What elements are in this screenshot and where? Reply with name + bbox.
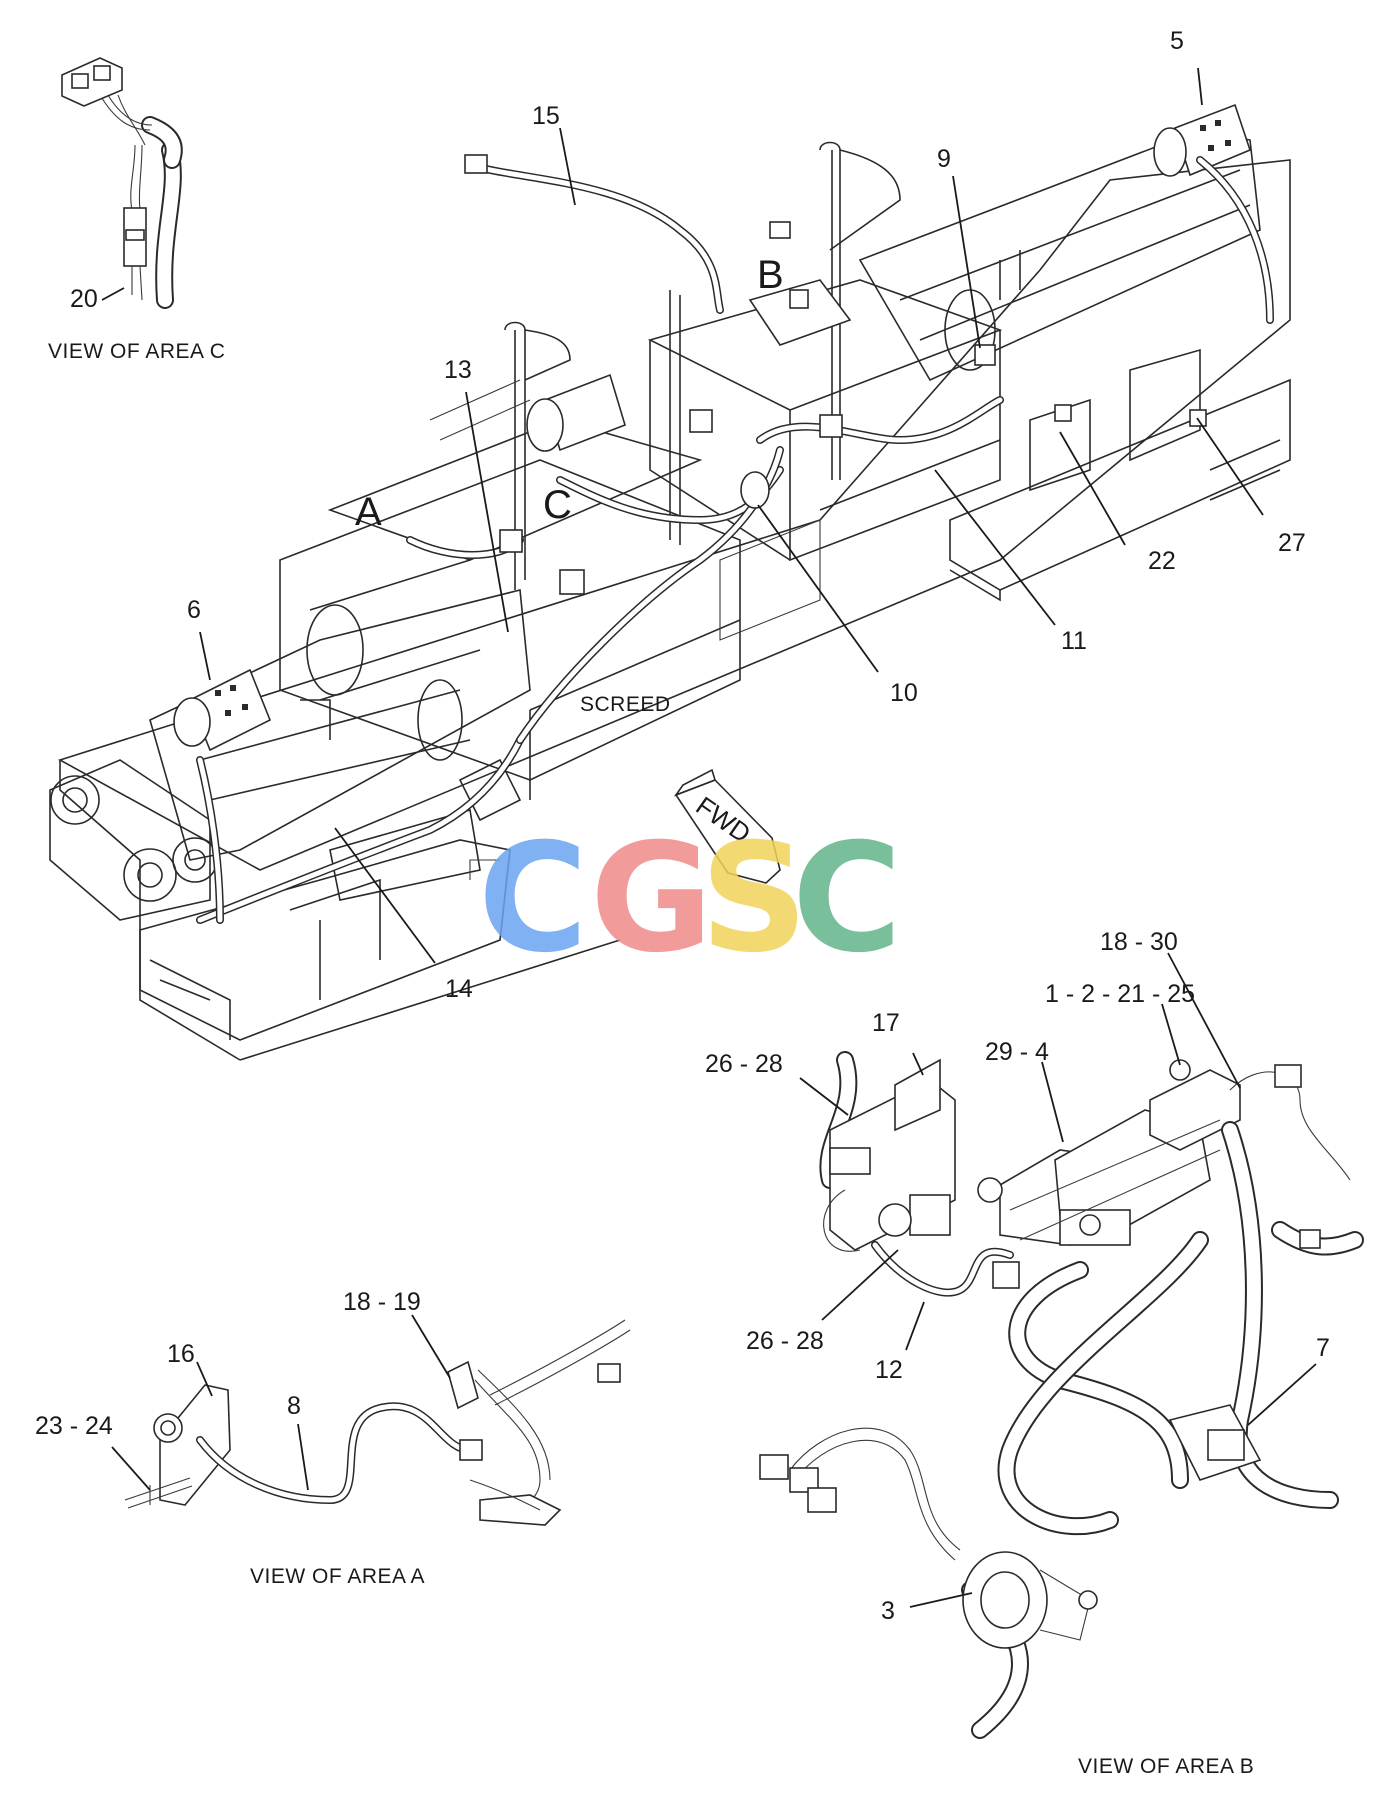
leader-5 bbox=[1197, 67, 1203, 106]
view-area-c-illustration bbox=[61, 57, 183, 309]
callout-16: 16 bbox=[167, 1340, 195, 1368]
callout-23-24: 23 - 24 bbox=[35, 1412, 113, 1440]
leader-1-2-21-25 bbox=[1161, 1003, 1181, 1066]
callout-3: 3 bbox=[881, 1597, 895, 1625]
leader-15 bbox=[559, 127, 576, 206]
callout-17: 17 bbox=[872, 1009, 900, 1037]
leader-20 bbox=[101, 287, 125, 301]
leader-13 bbox=[465, 391, 509, 633]
callout-5: 5 bbox=[1170, 27, 1184, 55]
callout-20: 20 bbox=[70, 285, 98, 313]
leader-26-28-top bbox=[799, 1077, 849, 1116]
leader-9 bbox=[952, 175, 981, 349]
area-letter-a: A bbox=[355, 490, 382, 534]
callout-12: 12 bbox=[875, 1356, 903, 1384]
caption-screed: SCREED bbox=[580, 693, 671, 716]
callout-11: 11 bbox=[1061, 627, 1087, 655]
view-area-b-illustration bbox=[759, 1051, 1364, 1739]
area-letter-b: B bbox=[757, 253, 784, 297]
watermark-letter-c1: C bbox=[478, 812, 588, 986]
leader-22 bbox=[1059, 431, 1126, 546]
leader-3 bbox=[909, 1592, 973, 1608]
leader-16 bbox=[196, 1361, 213, 1397]
leader-18-19 bbox=[411, 1314, 451, 1379]
leader-26-28-bottom bbox=[821, 1249, 899, 1321]
callout-13: 13 bbox=[444, 356, 472, 384]
callout-8: 8 bbox=[287, 1392, 301, 1420]
screed-assembly-illustration bbox=[49, 103, 1291, 1061]
leader-18-30 bbox=[1167, 952, 1241, 1089]
callout-1-2-21-25: 1 - 2 - 21 - 25 bbox=[1045, 980, 1195, 1008]
leader-17 bbox=[912, 1052, 924, 1076]
forward-arrow-icon bbox=[673, 768, 781, 884]
leader-27 bbox=[1196, 417, 1264, 516]
leader-6 bbox=[199, 631, 211, 681]
callout-14: 14 bbox=[445, 975, 473, 1003]
callout-27: 27 bbox=[1278, 529, 1306, 557]
callout-9: 9 bbox=[937, 145, 951, 173]
callout-22: 22 bbox=[1148, 547, 1176, 575]
callout-29-4: 29 - 4 bbox=[985, 1038, 1049, 1066]
callout-26-28-bottom: 26 - 28 bbox=[746, 1327, 824, 1355]
leader-7 bbox=[1247, 1363, 1317, 1426]
watermark-letter-c2: C bbox=[792, 812, 902, 986]
leader-14 bbox=[334, 827, 436, 964]
leader-11 bbox=[934, 469, 1056, 626]
watermark-logo: C G S C bbox=[478, 812, 902, 986]
view-area-a-illustration bbox=[124, 1319, 631, 1526]
caption-view-area-c: VIEW OF AREA C bbox=[48, 340, 225, 363]
callout-7: 7 bbox=[1316, 1334, 1330, 1362]
callout-6: 6 bbox=[187, 596, 201, 624]
leader-10 bbox=[757, 504, 879, 673]
leader-12 bbox=[905, 1301, 925, 1351]
callout-18-19: 18 - 19 bbox=[343, 1288, 421, 1316]
callout-18-30: 18 - 30 bbox=[1100, 928, 1178, 956]
watermark-letter-s: S bbox=[700, 812, 808, 986]
caption-view-area-b: VIEW OF AREA B bbox=[1078, 1755, 1254, 1778]
area-letter-c: C bbox=[543, 483, 572, 527]
callout-26-28-top: 26 - 28 bbox=[705, 1050, 783, 1078]
callout-15: 15 bbox=[532, 102, 560, 130]
leader-8 bbox=[297, 1423, 309, 1491]
callout-10: 10 bbox=[890, 679, 918, 707]
leader-29-4 bbox=[1041, 1061, 1064, 1143]
caption-view-area-a: VIEW OF AREA A bbox=[250, 1565, 425, 1588]
leader-23-24 bbox=[111, 1446, 151, 1491]
watermark-letter-g: G bbox=[590, 812, 713, 986]
